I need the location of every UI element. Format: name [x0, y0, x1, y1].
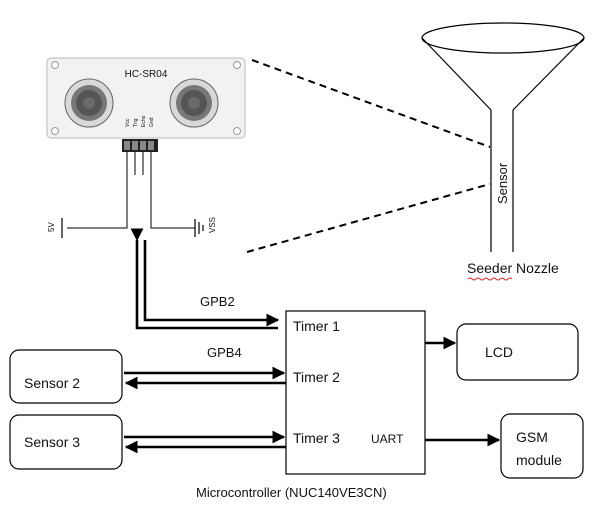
- pin-label-echo: Echo: [141, 115, 147, 127]
- microcontroller-box: [285, 310, 426, 475]
- module-model-label: HC-SR04: [125, 69, 168, 80]
- nozzle-sensor-label: Sensor: [495, 162, 510, 204]
- sensor2-label: Sensor 2: [24, 375, 80, 391]
- timer1-label: Timer 1: [293, 318, 340, 334]
- sensor2-box: [9, 349, 123, 404]
- timer2-label: Timer 2: [293, 369, 340, 385]
- pin-label-gnd: Gnd: [149, 117, 155, 127]
- pin-label-vcc: Vcc: [125, 118, 131, 127]
- pin-label-trig: Trig: [133, 118, 139, 127]
- sensor3-link: [124, 430, 286, 454]
- lcd-box: [456, 323, 579, 381]
- uart-label: UART: [371, 432, 404, 446]
- sensor3-label: Sensor 3: [24, 434, 80, 450]
- gpb4-label: GPB4: [207, 345, 242, 360]
- supply-5v-label: 5V: [47, 222, 56, 232]
- lcd-label: LCD: [485, 344, 513, 360]
- gpb2-label: GPB2: [200, 294, 235, 309]
- gsm-label-line2: module: [516, 452, 562, 468]
- ground-vss-label: VSS: [208, 217, 217, 233]
- microcontroller-caption: Microcontroller (NUC140VE3CN): [196, 485, 387, 500]
- gsm-box: [500, 413, 584, 479]
- right-transducer-icon: [169, 78, 219, 128]
- gpb-bus: [130, 228, 280, 330]
- gsm-label-line1: GSM: [516, 429, 548, 445]
- sensor2-link: [124, 366, 286, 390]
- module-wiring: [61, 152, 204, 238]
- seeder-nozzle-icon: [421, 22, 585, 252]
- header-pins: [122, 139, 158, 152]
- seeder-nozzle-caption: Seeder Nozzle: [467, 260, 559, 276]
- sensor3-box: [9, 414, 123, 470]
- left-transducer-icon: [64, 78, 114, 128]
- zoom-line-bottom: [246, 183, 491, 253]
- zoom-line-top: [251, 59, 491, 148]
- hc-sr04-module: HC-SR04 Vcc Trig Echo Gnd: [46, 57, 246, 152]
- timer3-label: Timer 3: [293, 430, 340, 446]
- spellcheck-underline: [467, 277, 513, 281]
